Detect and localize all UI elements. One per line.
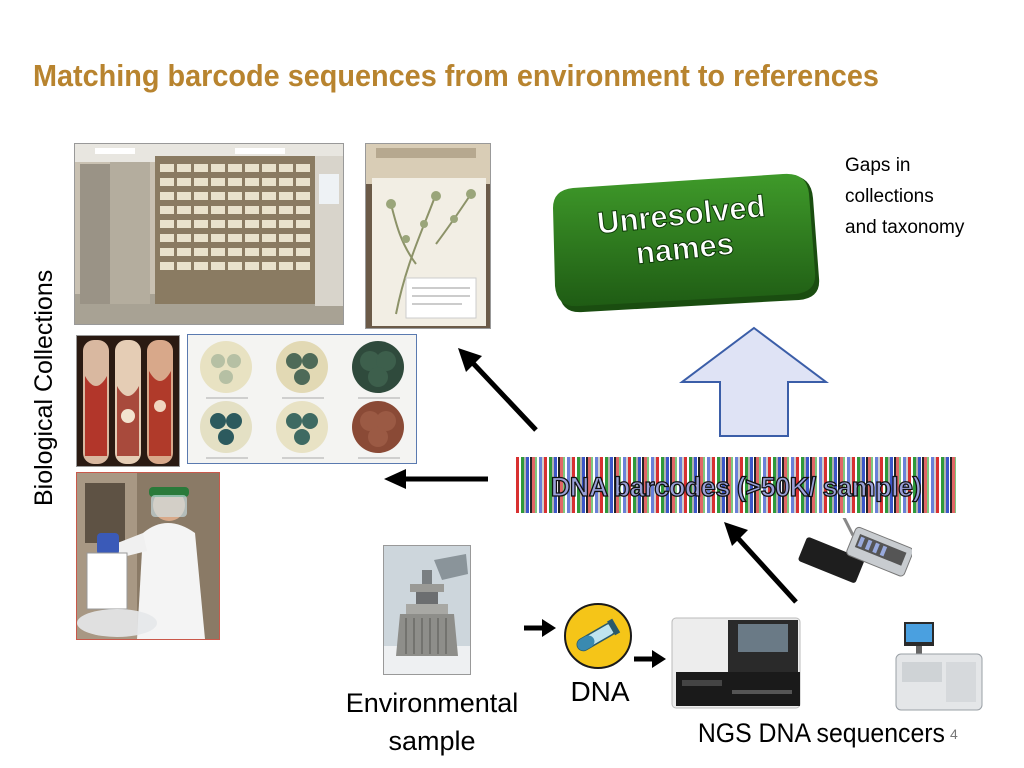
ngs-sequencer-desktop [671, 617, 801, 709]
benchtop-sequencer [895, 622, 983, 711]
arrow-to-collections-diagonal [458, 348, 538, 432]
ngs-sequencers-label: NGS DNA sequencers [697, 718, 945, 748]
arrow-dna-to-sequencer [634, 650, 666, 668]
up-arrow-to-unresolved [679, 326, 829, 437]
arrow-sample-to-dna [524, 619, 556, 637]
environmental-sample-label: Environmental sample [332, 684, 532, 760]
dna-barcode-strip [516, 457, 956, 513]
petri-dish-cultures-photo [187, 334, 417, 464]
gaps-note-line3: and taxonomy [845, 217, 965, 238]
lab-worker-photo [76, 472, 220, 640]
gaps-note-line2: collections [845, 186, 934, 207]
arrow-sequencer-to-barcodes [724, 522, 798, 604]
dna-test-tube-icon [564, 603, 632, 669]
unresolved-names-text: Unresolved names [560, 186, 806, 279]
arrow-to-collections-horizontal [384, 469, 488, 489]
collection-cabinets-photo [74, 143, 344, 325]
gaps-note: Gaps in collections and taxonomy [845, 150, 964, 243]
unresolved-names-box: Unresolved names [549, 172, 821, 314]
gaps-note-line1: Gaps in [845, 155, 911, 176]
biological-collections-label: Biological Collections [30, 269, 58, 506]
dna-label: DNA [570, 676, 630, 707]
environmental-sample-line1: Environmental [345, 688, 519, 718]
environmental-sample-line2: sample [388, 726, 476, 756]
herbarium-specimen-photo [365, 143, 491, 329]
culture-tubes-photo [76, 335, 180, 467]
portable-sequencer-device [798, 518, 912, 583]
slide-title: Matching barcode sequences from environm… [33, 58, 879, 93]
environmental-sampler-photo [383, 545, 471, 675]
dna-barcodes-label: DNA barcodes (>50K/ sample) [550, 471, 922, 502]
page-number: 4 [950, 726, 958, 742]
